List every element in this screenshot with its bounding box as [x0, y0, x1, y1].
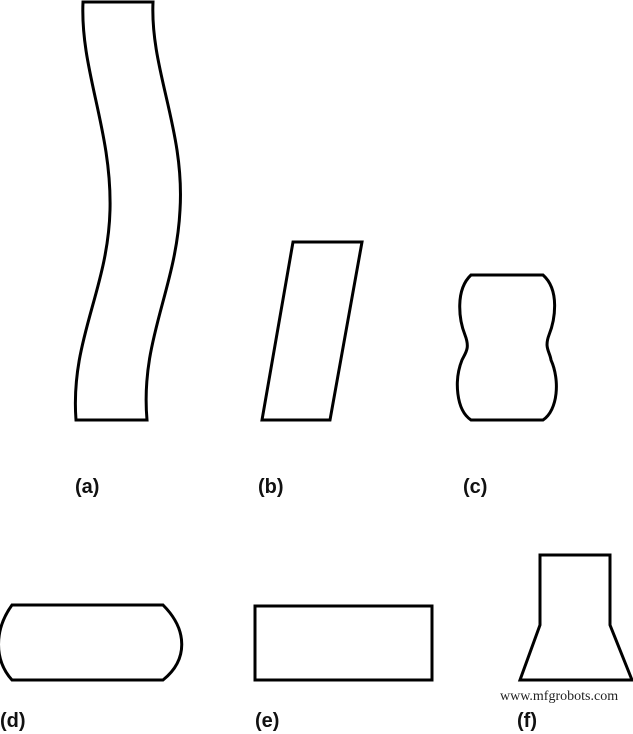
shape-b-sheared-parallelogram [260, 240, 364, 422]
label-d: (d) [0, 710, 26, 732]
shape-e-rectangle [253, 604, 434, 682]
label-c: (c) [463, 476, 488, 498]
shape-c-double-barrel [455, 273, 558, 422]
label-f: (f) [517, 710, 537, 732]
shape-a-s-bent-column [73, 0, 182, 422]
label-b: (b) [258, 476, 284, 498]
watermark: www.mfgrobots.com [500, 689, 619, 704]
label-e: (e) [255, 710, 280, 732]
label-a: (a) [75, 476, 100, 498]
shape-d-barrelled-block [0, 603, 184, 682]
shape-f-flared-base [517, 553, 633, 682]
